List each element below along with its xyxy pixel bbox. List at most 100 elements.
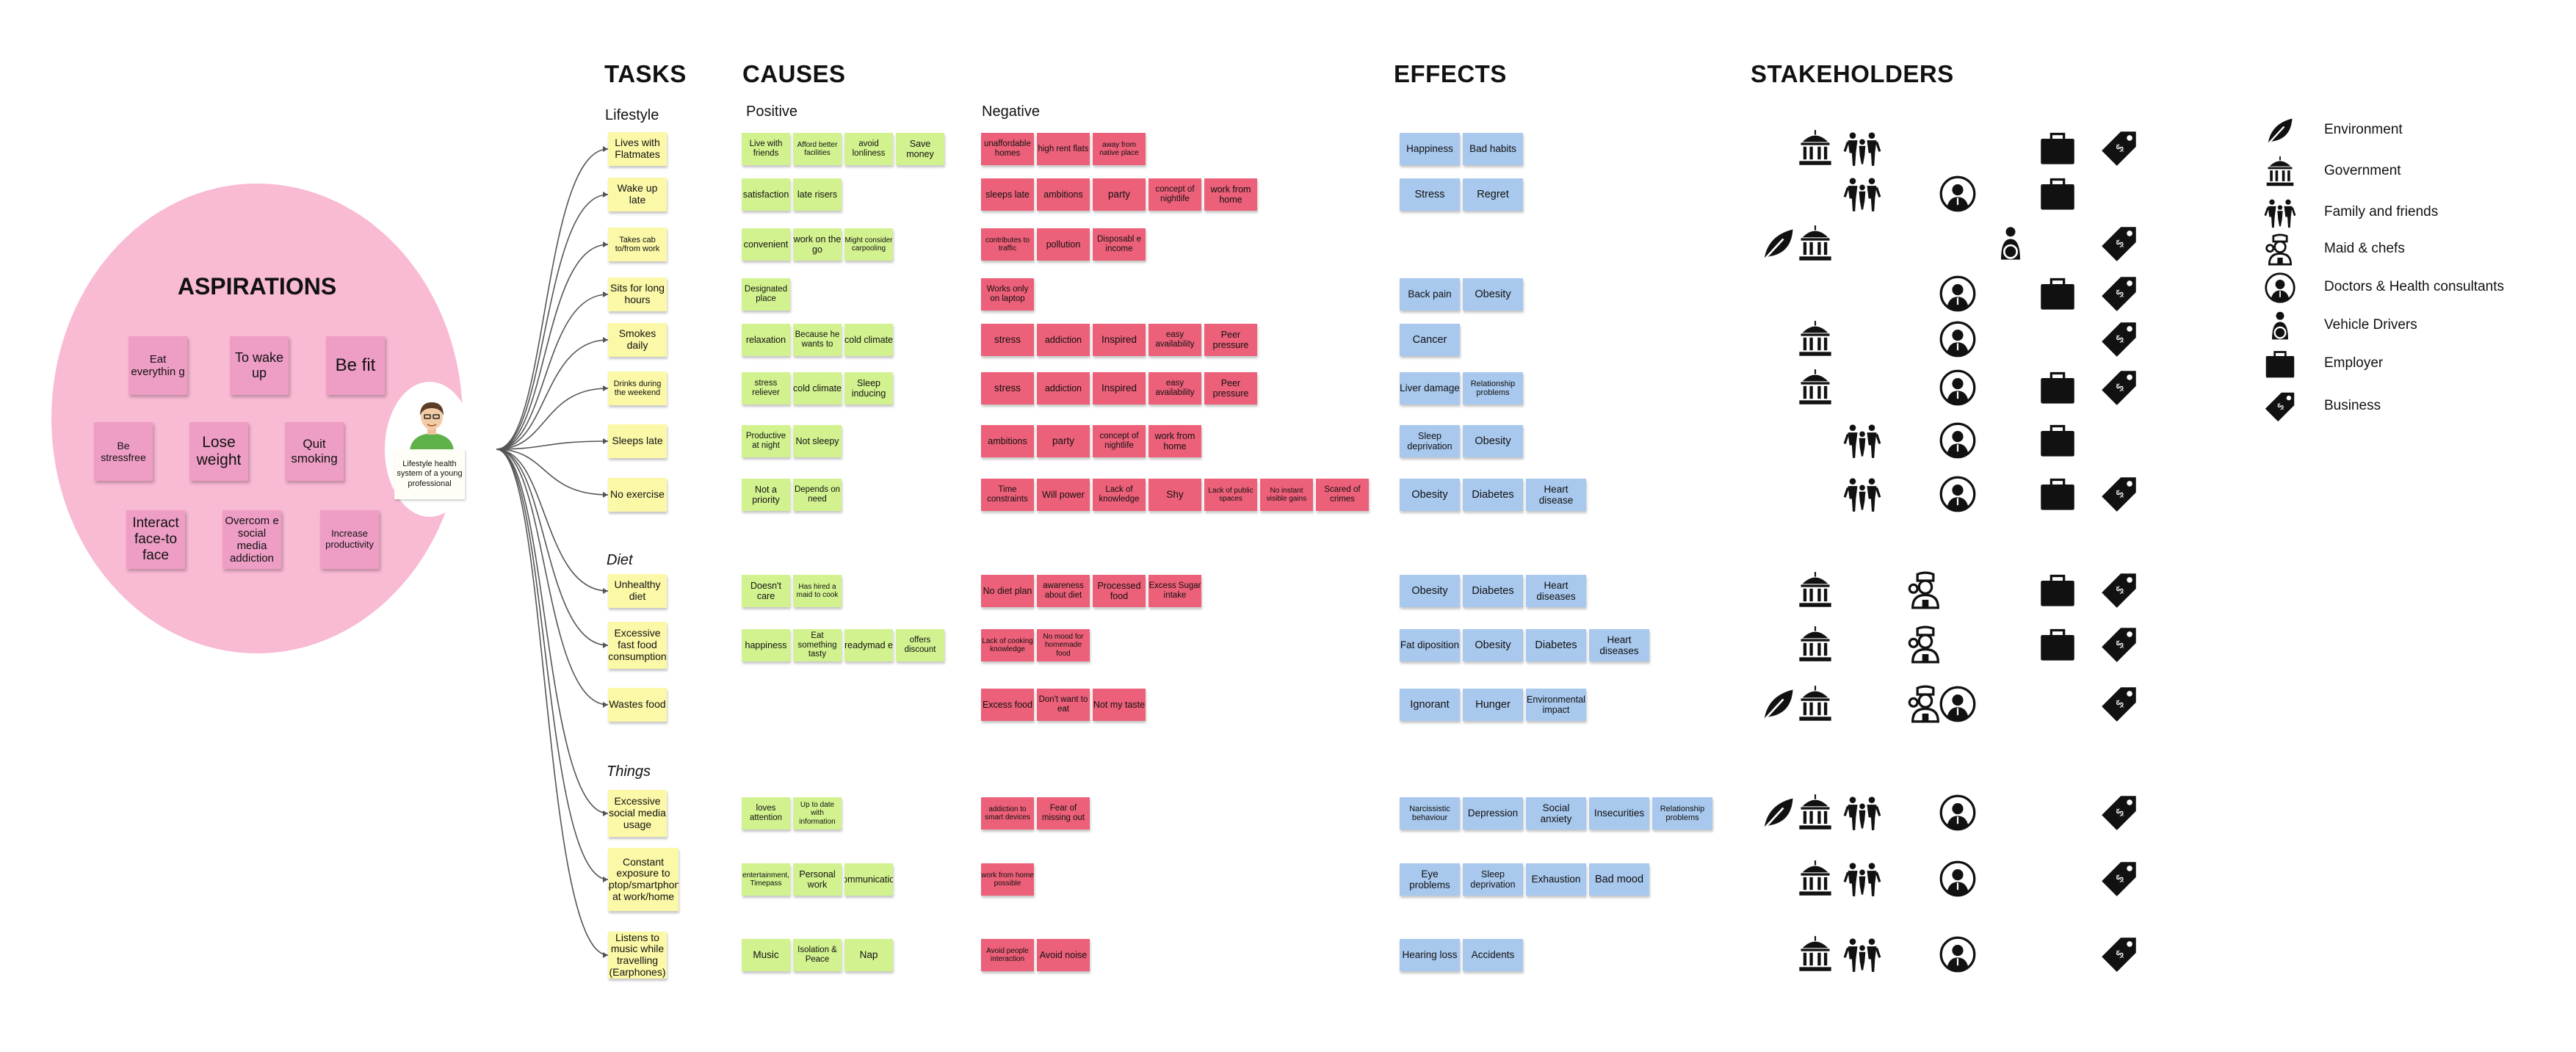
negative-cause-lack-of-knowledge: Lack of knowledge [1093, 479, 1146, 511]
causes-header: CAUSES [742, 60, 846, 87]
negative-cause-peer-pressure: Peer pressure [1204, 372, 1257, 405]
tasks-header: TASKS [604, 60, 687, 87]
task-constant-exposure-to-laptop-smartphone-at-work-home: Constant exposure to laptop/smartphone a… [608, 848, 679, 911]
positive-cause-designated-place: Designated place [742, 278, 790, 311]
negative-cause-inspired: Inspired [1093, 372, 1146, 405]
negative-subheader: Negative [982, 104, 1040, 120]
aspiration-note-eat-everythin-g: Eat everythin g [129, 336, 187, 395]
connector-line [496, 449, 609, 705]
effect-hunger: Hunger [1463, 689, 1523, 721]
chef-icon [1906, 571, 1944, 609]
connector-line [496, 148, 609, 450]
aspiration-note-increase-productivity: Increase productivity [320, 510, 379, 569]
negative-cause-concept-of-nightlife: concept of nightlife [1148, 178, 1201, 211]
positive-cause-loves-attention: loves attention [742, 797, 790, 830]
positive-cause-productive-at-night: Productive at night [742, 425, 790, 457]
government-building-icon [1796, 225, 1834, 263]
positive-cause-personal-work: Personal work [793, 863, 842, 896]
task-smokes-daily: Smokes daily [608, 323, 667, 357]
effect-heart-diseases: Heart diseases [1589, 629, 1649, 661]
connector-arrowhead [603, 642, 608, 648]
negative-cause-easy-availability: easy availability [1148, 372, 1201, 405]
government-building-icon [1796, 571, 1834, 609]
positive-cause-not-sleepy: Not sleepy [793, 425, 842, 457]
briefcase-icon [2038, 369, 2077, 407]
positive-cause-satisfaction: satisfaction [742, 178, 790, 211]
connector-arrowhead [603, 385, 608, 391]
family-icon [1843, 860, 1881, 898]
positive-cause-not-a-priority: Not a priority [742, 479, 790, 511]
aspiration-note-overcom-e-social-media-addiction: Overcom e social media addiction [222, 510, 281, 569]
effect-bad-mood: Bad mood [1589, 863, 1649, 896]
effect-diabetes: Diabetes [1463, 575, 1523, 607]
negative-cause-addiction: addiction [1037, 372, 1090, 405]
chef-icon [2264, 233, 2296, 266]
leaf-icon [2264, 115, 2296, 147]
tag-icon [2100, 320, 2138, 358]
tag-icon [2100, 860, 2138, 898]
negative-cause-stress: stress [981, 372, 1034, 405]
effect-fat-diposition: Fat diposition [1400, 629, 1460, 661]
leaf-icon [1759, 794, 1798, 832]
doctor-icon [1939, 275, 1977, 313]
connector-line [496, 388, 609, 450]
connector-arrowhead [603, 438, 608, 444]
effect-obesity: Obesity [1463, 425, 1523, 457]
effect-hearing-loss: Hearing loss [1400, 939, 1460, 971]
briefcase-icon [2038, 571, 2077, 609]
effect-heart-diseases: Heart diseases [1526, 575, 1586, 607]
doctor-icon [2264, 272, 2296, 304]
effect-stress: Stress [1400, 178, 1460, 211]
negative-cause-contributes-to-traffic: contributes to traffic [981, 228, 1034, 261]
positive-cause-entertainment-timepass: entertainment, Timepass [742, 863, 790, 896]
connector-arrowhead [603, 877, 608, 882]
negative-cause-ambitions: ambitions [1037, 178, 1090, 211]
government-building-icon [1796, 369, 1834, 407]
legend-label-environment: Environment [2324, 122, 2403, 137]
positive-cause-live-with-friends: Live with friends [742, 133, 790, 165]
positive-cause-happiness: happiness [742, 629, 790, 661]
briefcase-icon [2038, 275, 2077, 313]
government-building-icon [2264, 156, 2296, 188]
negative-cause-avoid-people-interaction: Avoid people interaction [981, 939, 1034, 971]
family-icon [1843, 475, 1881, 513]
connector-arrowhead [603, 337, 608, 343]
aspiration-note-quit-smoking: Quit smoking [285, 422, 344, 481]
negative-cause-party: party [1037, 425, 1090, 457]
negative-cause-stress: stress [981, 324, 1034, 356]
task-excessive-social-media-usage: Excessive social media usage [608, 790, 667, 837]
positive-cause-eat-something-tasty: Eat something tasty [793, 629, 842, 661]
legend-label-drivers: Vehicle Drivers [2324, 317, 2417, 333]
negative-cause-time-constraints: Time constraints [981, 479, 1034, 511]
positive-cause-stress-reliever: stress reliever [742, 372, 790, 405]
positive-cause-because-he-wants-to: Because he wants to [793, 324, 842, 356]
effect-depression: Depression [1463, 797, 1523, 830]
negative-cause-work-from-home: work from home [1204, 178, 1257, 211]
doctor-icon [1939, 860, 1977, 898]
government-building-icon [1796, 685, 1834, 723]
connector-arrowhead [603, 291, 608, 297]
family-icon [1843, 129, 1881, 167]
effect-narcissistic-behaviour: Narcissistic behaviour [1400, 797, 1460, 830]
effect-sleep-deprivation: Sleep deprivation [1463, 863, 1523, 896]
tag-icon [2100, 935, 2138, 973]
connector-line [496, 449, 609, 880]
tag-icon [2100, 571, 2138, 609]
government-building-icon [1796, 794, 1834, 832]
briefcase-icon [2038, 475, 2077, 513]
connector-line [496, 339, 609, 450]
connector-line [496, 244, 609, 450]
family-icon [2264, 197, 2296, 229]
person-avatar-icon [410, 402, 454, 451]
effect-back-pain: Back pain [1400, 278, 1460, 311]
effect-heart-disease: Heart disease [1526, 479, 1586, 511]
effect-relationship-problems: Relationship problems [1652, 797, 1712, 830]
positive-cause-depends-on-need: Depends on need [793, 479, 842, 511]
negative-cause-inspired: Inspired [1093, 324, 1146, 356]
effects-header: EFFECTS [1394, 60, 1507, 87]
government-building-icon [1796, 935, 1834, 973]
leaf-icon [1759, 225, 1798, 263]
driver-icon [1991, 225, 2030, 263]
negative-cause-shy: Shy [1148, 479, 1201, 511]
